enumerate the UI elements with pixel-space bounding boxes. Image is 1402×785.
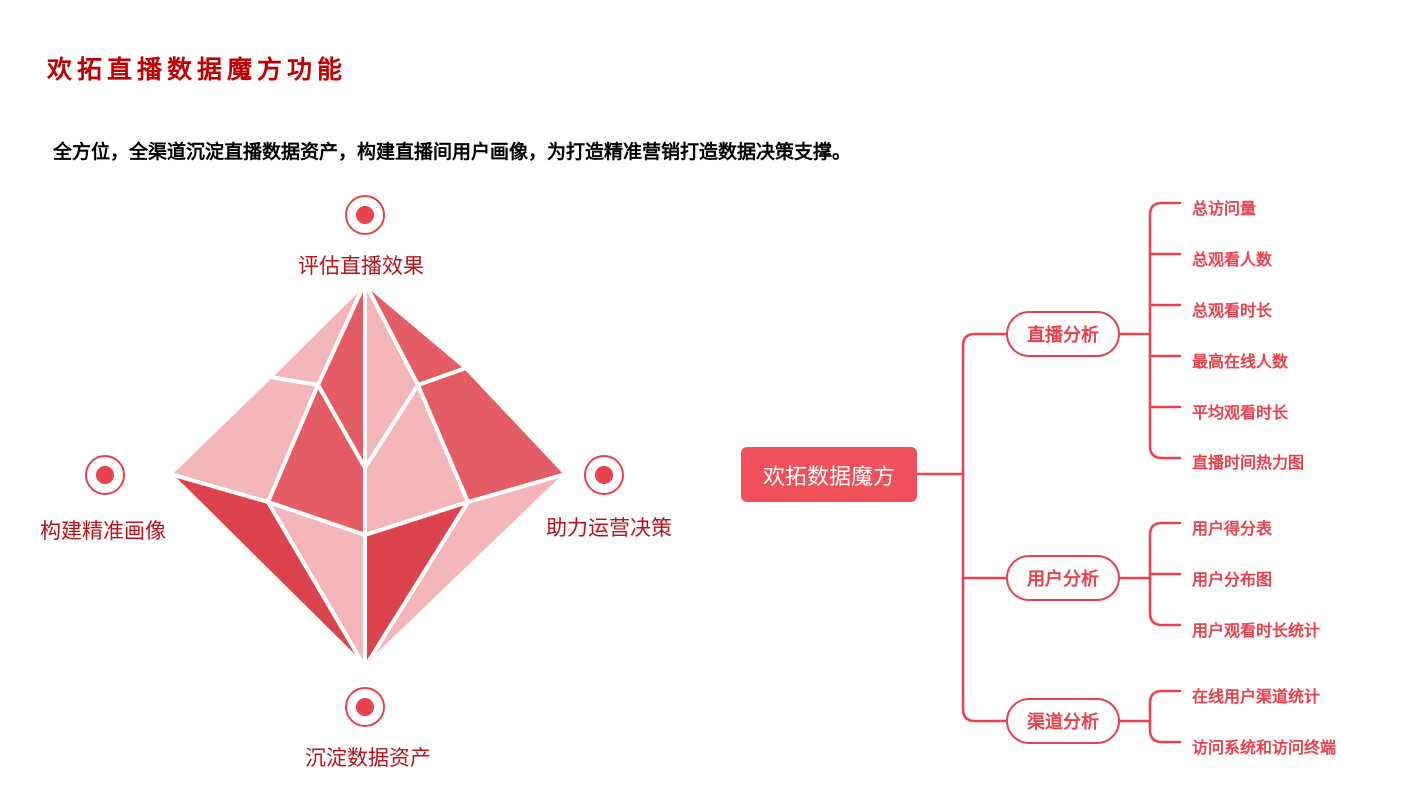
leaf-item: 用户得分表: [1192, 519, 1273, 538]
leaf-item: 直播时间热力图: [1192, 453, 1305, 472]
mindmap-root-node: 欢拓数据魔方: [741, 447, 917, 502]
diamond-facet-lower-right-outer: [363, 472, 568, 669]
marker-top-icon: [345, 195, 385, 235]
marker-bottom-icon: [345, 687, 385, 727]
diamond-label-bottom: 沉淀数据资产: [305, 746, 431, 770]
leaf-item: 总访问量: [1192, 199, 1257, 218]
leaf-item: 平均观看时长: [1192, 403, 1289, 422]
marker-right-icon: [584, 455, 624, 495]
leaf-item: 总观看人数: [1192, 250, 1273, 269]
branch-node-live-analysis: 直播分析: [1006, 311, 1120, 357]
leaf-item: 在线用户渠道统计: [1192, 687, 1321, 706]
page-title: 欢拓直播数据魔方功能: [47, 55, 348, 84]
leaf-item: 最高在线人数: [1192, 352, 1289, 371]
branch-node-channel-analysis: 渠道分析: [1006, 698, 1120, 744]
diamond-label-right: 助力运营决策: [546, 516, 672, 540]
page-subtitle: 全方位，全渠道沉淀直播数据资产，构建直播间用户画像，为打造精准营销打造数据决策支…: [53, 141, 852, 163]
diamond-label-left: 构建精准画像: [40, 519, 166, 543]
leaf-item: 用户分布图: [1192, 570, 1273, 589]
diamond-label-top: 评估直播效果: [298, 254, 424, 278]
leaf-item: 总观看时长: [1192, 301, 1273, 320]
marker-left-icon: [85, 455, 125, 495]
leaf-item: 访问系统和访问终端: [1192, 738, 1337, 757]
leaf-item: 用户观看时长统计: [1192, 621, 1321, 640]
branch-node-user-analysis: 用户分析: [1006, 555, 1120, 601]
